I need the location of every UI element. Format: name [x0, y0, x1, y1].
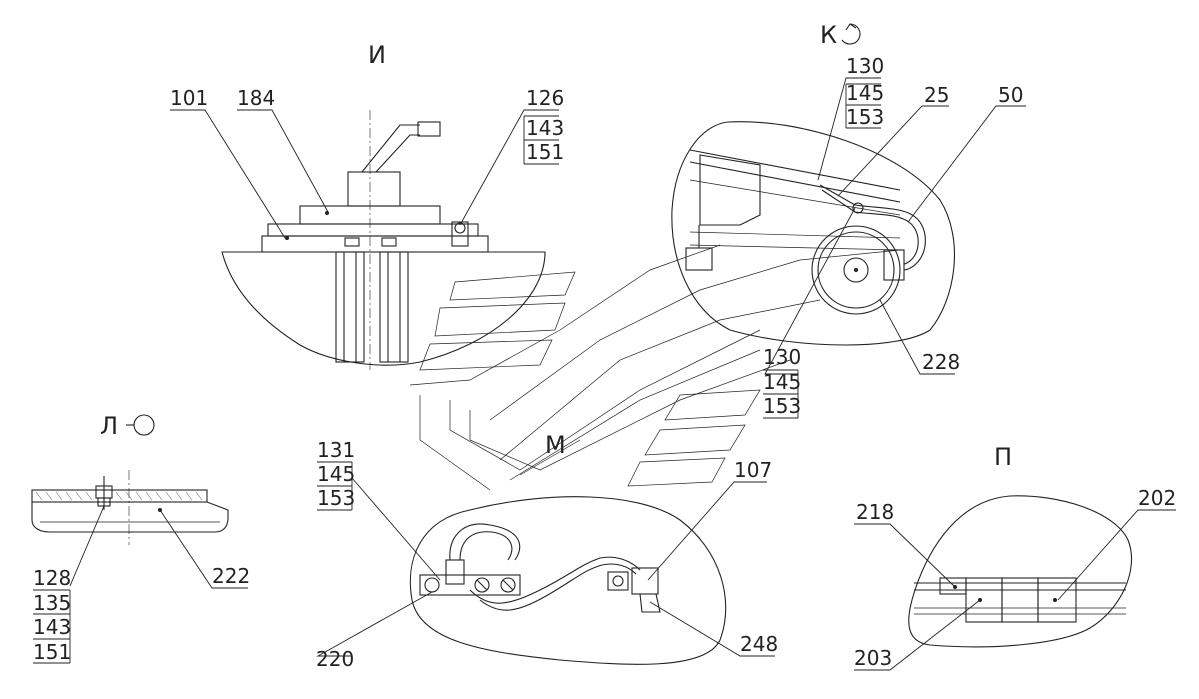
- view-label-m: М: [545, 431, 566, 459]
- view-label-p: П: [994, 443, 1012, 471]
- view-label-i: И: [368, 41, 386, 69]
- callout-101: 101: [170, 86, 208, 110]
- callout-153-c: 153: [317, 486, 355, 510]
- view-m: М: [316, 431, 775, 665]
- callout-145-c: 145: [317, 462, 355, 486]
- callout-218: 218: [856, 500, 894, 524]
- view-k: К: [671, 21, 1026, 419]
- callout-220: 220: [316, 647, 354, 671]
- callout-151: 151: [526, 140, 564, 164]
- callout-131: 131: [317, 438, 355, 462]
- rotation-arrow-icon: [841, 23, 861, 45]
- callout-222: 222: [212, 564, 250, 588]
- callout-153-b: 153: [763, 394, 801, 418]
- callout-143-b: 143: [33, 615, 71, 639]
- callout-228: 228: [922, 350, 960, 374]
- callout-145-b: 145: [763, 370, 801, 394]
- view-label-l: Л: [100, 412, 118, 440]
- callout-184: 184: [237, 86, 275, 110]
- view-p: П: [854, 443, 1176, 671]
- callout-153: 153: [846, 105, 884, 129]
- view-label-k: К: [820, 21, 837, 49]
- view-l: Л: [31, 412, 248, 664]
- callout-107: 107: [734, 458, 772, 482]
- callout-145: 145: [846, 81, 884, 105]
- callout-203: 203: [854, 646, 892, 670]
- callout-25: 25: [924, 83, 949, 107]
- callout-248: 248: [740, 632, 778, 656]
- callout-130: 130: [846, 54, 884, 78]
- callout-143: 143: [526, 116, 564, 140]
- callout-151-b: 151: [33, 640, 71, 664]
- view-i: И: [170, 41, 559, 370]
- callout-130-b: 130: [763, 345, 801, 369]
- vehicle-body-outline: [409, 244, 901, 491]
- callout-126: 126: [526, 86, 564, 110]
- callout-202: 202: [1138, 486, 1176, 510]
- callout-128: 128: [33, 566, 71, 590]
- callout-50: 50: [998, 83, 1023, 107]
- callout-135: 135: [33, 591, 71, 615]
- rotation-arrow-icon: [133, 414, 155, 436]
